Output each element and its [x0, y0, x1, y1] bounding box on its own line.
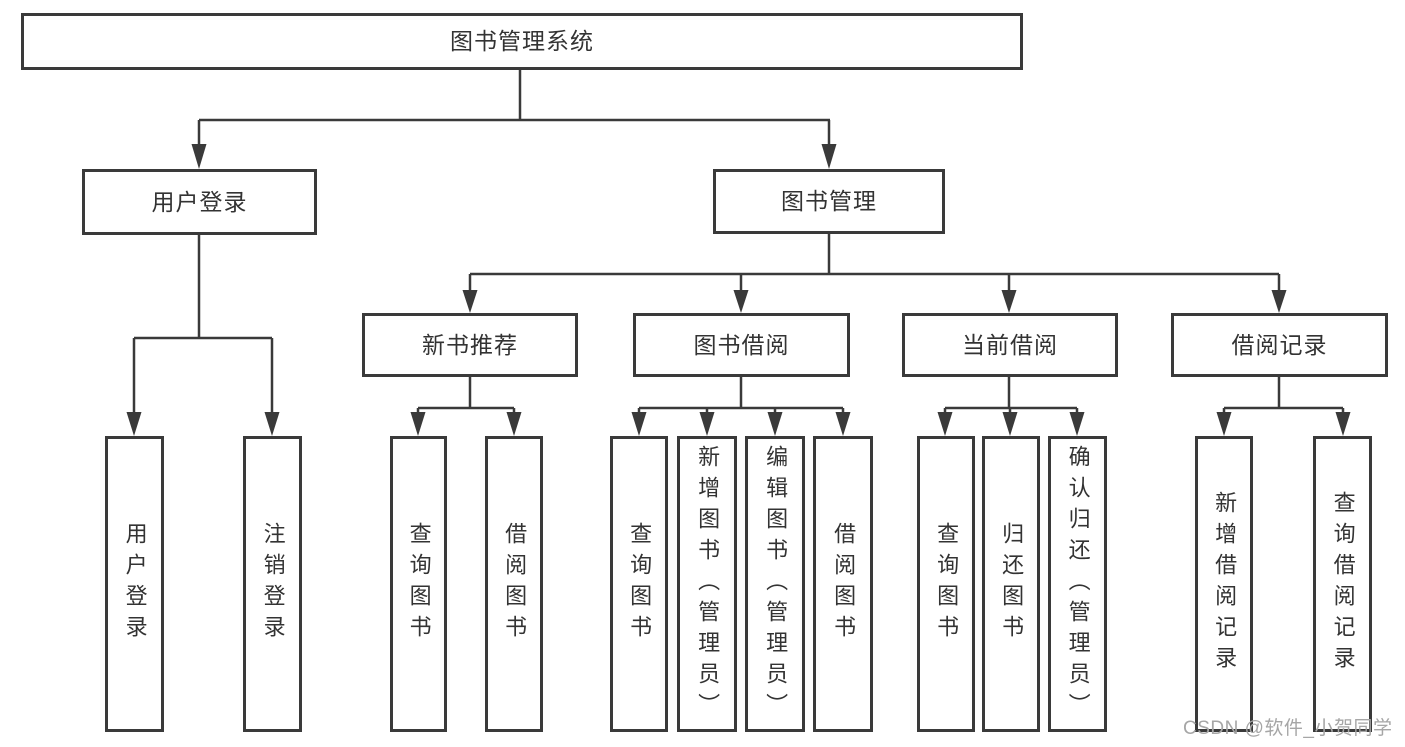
- leaf-add-books-admin: 新增图书（管理员）: [677, 436, 737, 732]
- leaf-label: 查询图书: [627, 522, 653, 646]
- leaf-edit-books-admin: 编辑图书（管理员）: [745, 436, 805, 732]
- node-book-management: 图书管理: [713, 169, 945, 234]
- arrow-down-icon: [1216, 412, 1232, 436]
- leaf-label: 借阅图书: [831, 522, 857, 646]
- leaf-label: 确认归还（管理员）: [1065, 444, 1091, 724]
- node-borrowing-records: 借阅记录: [1171, 313, 1388, 377]
- arrow-down-icon: [1001, 290, 1017, 313]
- book-borrowing-connectors: [631, 377, 851, 436]
- leaf-query-books-borrowing: 查询图书: [610, 436, 668, 732]
- arrow-down-icon: [462, 290, 478, 313]
- leaf-label: 用户登录: [122, 522, 148, 646]
- leaf-label: 查询图书: [934, 522, 960, 646]
- arrow-down-icon: [1069, 412, 1085, 436]
- node-label: 当前借阅: [962, 331, 1058, 358]
- level1-connectors: [191, 68, 837, 169]
- user-login-branch-connectors: [126, 235, 280, 436]
- arrow-down-icon: [937, 412, 953, 436]
- node-label: 图书管理系统: [450, 28, 594, 54]
- arrow-down-icon: [1335, 412, 1351, 436]
- new-book-recommend-connectors: [410, 377, 522, 436]
- leaf-label: 新增图书（管理员）: [695, 444, 721, 724]
- leaf-user-login: 用户登录: [105, 436, 164, 732]
- arrow-down-icon: [835, 412, 851, 436]
- leaf-label: 借阅图书: [502, 522, 528, 646]
- node-label: 新书推荐: [422, 331, 518, 358]
- node-user-login: 用户登录: [82, 169, 317, 235]
- arrow-down-icon: [631, 412, 647, 436]
- leaf-borrow-books: 借阅图书: [813, 436, 873, 732]
- node-current-borrowing: 当前借阅: [902, 313, 1118, 377]
- node-root-system: 图书管理系统: [21, 13, 1023, 70]
- current-borrowing-connectors: [937, 377, 1085, 436]
- node-label: 图书管理: [781, 188, 877, 214]
- leaf-query-borrow-record: 查询借阅记录: [1313, 436, 1372, 732]
- leaf-add-borrow-record: 新增借阅记录: [1195, 436, 1253, 732]
- borrowing-records-connectors: [1216, 377, 1351, 436]
- leaf-query-books-current: 查询图书: [917, 436, 975, 732]
- node-label: 用户登录: [151, 188, 248, 215]
- leaf-label: 编辑图书（管理员）: [763, 444, 789, 724]
- arrow-down-icon: [1271, 290, 1287, 313]
- arrow-down-icon: [264, 412, 280, 436]
- leaf-borrow-books-recommend: 借阅图书: [485, 436, 543, 732]
- leaf-label: 新增借阅记录: [1212, 491, 1238, 677]
- arrow-down-icon: [1002, 412, 1018, 436]
- arrow-down-icon: [699, 412, 715, 436]
- arrow-down-icon: [821, 144, 837, 169]
- node-new-book-recommend: 新书推荐: [362, 313, 578, 377]
- leaf-label: 注销登录: [260, 522, 286, 646]
- arrow-down-icon: [126, 412, 142, 436]
- book-management-branch-connectors: [462, 234, 1287, 313]
- arrow-down-icon: [191, 144, 207, 169]
- node-book-borrowing: 图书借阅: [633, 313, 850, 377]
- leaf-query-books-recommend: 查询图书: [390, 436, 447, 732]
- leaf-logout: 注销登录: [243, 436, 302, 732]
- arrow-down-icon: [410, 412, 426, 436]
- arrow-down-icon: [733, 290, 749, 313]
- leaf-label: 查询借阅记录: [1330, 491, 1356, 677]
- node-label: 借阅记录: [1231, 331, 1328, 358]
- leaf-label: 查询图书: [406, 522, 432, 646]
- leaf-confirm-return-admin: 确认归还（管理员）: [1048, 436, 1107, 732]
- arrow-down-icon: [767, 412, 783, 436]
- arrow-down-icon: [506, 412, 522, 436]
- leaf-label: 归还图书: [999, 522, 1025, 646]
- node-label: 图书借阅: [693, 331, 790, 358]
- csdn-watermark: CSDN @软件_小贺同学: [1183, 718, 1393, 739]
- leaf-return-books: 归还图书: [982, 436, 1040, 732]
